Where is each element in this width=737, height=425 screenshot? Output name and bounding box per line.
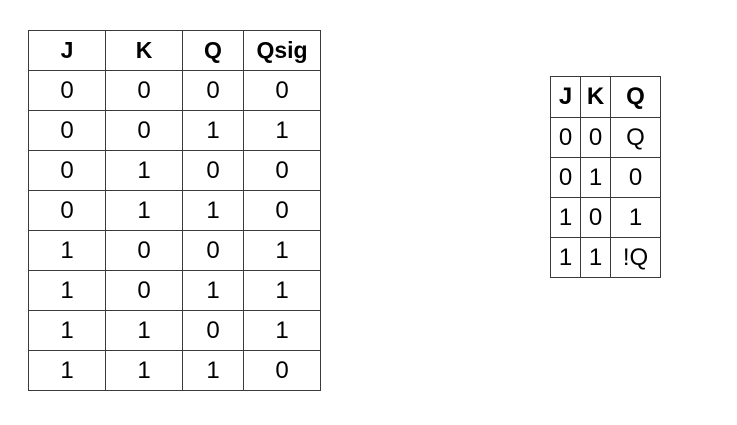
- cell-k: 1: [580, 237, 611, 278]
- cell-k: 1: [105, 350, 183, 391]
- cell-q: Q: [610, 117, 661, 158]
- cell-q: 0: [182, 230, 244, 271]
- cell-q: 1: [182, 350, 244, 391]
- header-q: Q: [182, 30, 244, 71]
- table-row: 0 1 0 0: [28, 150, 321, 191]
- cell-k: 0: [105, 230, 183, 271]
- cell-j: 1: [550, 197, 581, 238]
- cell-j: 0: [28, 150, 106, 191]
- cell-q: 0: [610, 157, 661, 198]
- cell-j: 0: [28, 190, 106, 231]
- header-row: J K Q: [550, 76, 661, 118]
- cell-j: 0: [550, 117, 581, 158]
- header-qsig: Qsig: [243, 30, 321, 71]
- cell-qsig: 1: [243, 230, 321, 271]
- cell-j: 1: [28, 310, 106, 351]
- cell-j: 1: [28, 230, 106, 271]
- cell-k: 0: [580, 117, 611, 158]
- table-row: 1 1 !Q: [550, 237, 661, 278]
- cell-q: 0: [182, 70, 244, 111]
- cell-k: 1: [580, 157, 611, 198]
- cell-j: 0: [28, 110, 106, 151]
- cell-j: 0: [28, 70, 106, 111]
- cell-qsig: 1: [243, 110, 321, 151]
- jk-characteristic-table: J K Q 0 0 Q 0 1 0 1 0 1 1 1 !Q: [550, 76, 661, 278]
- cell-q: 1: [610, 197, 661, 238]
- table-row: 0 1 1 0: [28, 190, 321, 231]
- cell-j: 1: [550, 237, 581, 278]
- cell-k: 1: [105, 190, 183, 231]
- cell-j: 1: [28, 350, 106, 391]
- cell-q: 0: [182, 150, 244, 191]
- cell-qsig: 0: [243, 70, 321, 111]
- table-row: 1 1 1 0: [28, 350, 321, 391]
- cell-qsig: 1: [243, 270, 321, 311]
- table-row: 1 1 0 1: [28, 310, 321, 351]
- table-row: 1 0 1: [550, 197, 661, 238]
- cell-qsig: 0: [243, 150, 321, 191]
- header-j: J: [550, 76, 581, 118]
- cell-j: 0: [550, 157, 581, 198]
- header-j: J: [28, 30, 106, 71]
- cell-k: 0: [580, 197, 611, 238]
- header-row: J K Q Qsig: [28, 30, 321, 71]
- cell-q: 1: [182, 270, 244, 311]
- table-row: 1 0 0 1: [28, 230, 321, 271]
- cell-k: 0: [105, 270, 183, 311]
- cell-k: 0: [105, 70, 183, 111]
- table-row: 0 0 1 1: [28, 110, 321, 151]
- cell-q: 1: [182, 110, 244, 151]
- cell-k: 1: [105, 310, 183, 351]
- cell-q: 0: [182, 310, 244, 351]
- table-row: 0 0 0 0: [28, 70, 321, 111]
- cell-qsig: 1: [243, 310, 321, 351]
- table-row: 1 0 1 1: [28, 270, 321, 311]
- cell-k: 1: [105, 150, 183, 191]
- header-k: K: [105, 30, 183, 71]
- cell-k: 0: [105, 110, 183, 151]
- header-q: Q: [610, 76, 661, 118]
- cell-qsig: 0: [243, 350, 321, 391]
- cell-j: 1: [28, 270, 106, 311]
- header-k: K: [580, 76, 611, 118]
- cell-q: !Q: [610, 237, 661, 278]
- cell-qsig: 0: [243, 190, 321, 231]
- table-row: 0 0 Q: [550, 117, 661, 158]
- jk-truth-table: J K Q Qsig 0 0 0 0 0 0 1 1 0 1 0 0 0 1 1: [28, 30, 321, 391]
- table-row: 0 1 0: [550, 157, 661, 198]
- cell-q: 1: [182, 190, 244, 231]
